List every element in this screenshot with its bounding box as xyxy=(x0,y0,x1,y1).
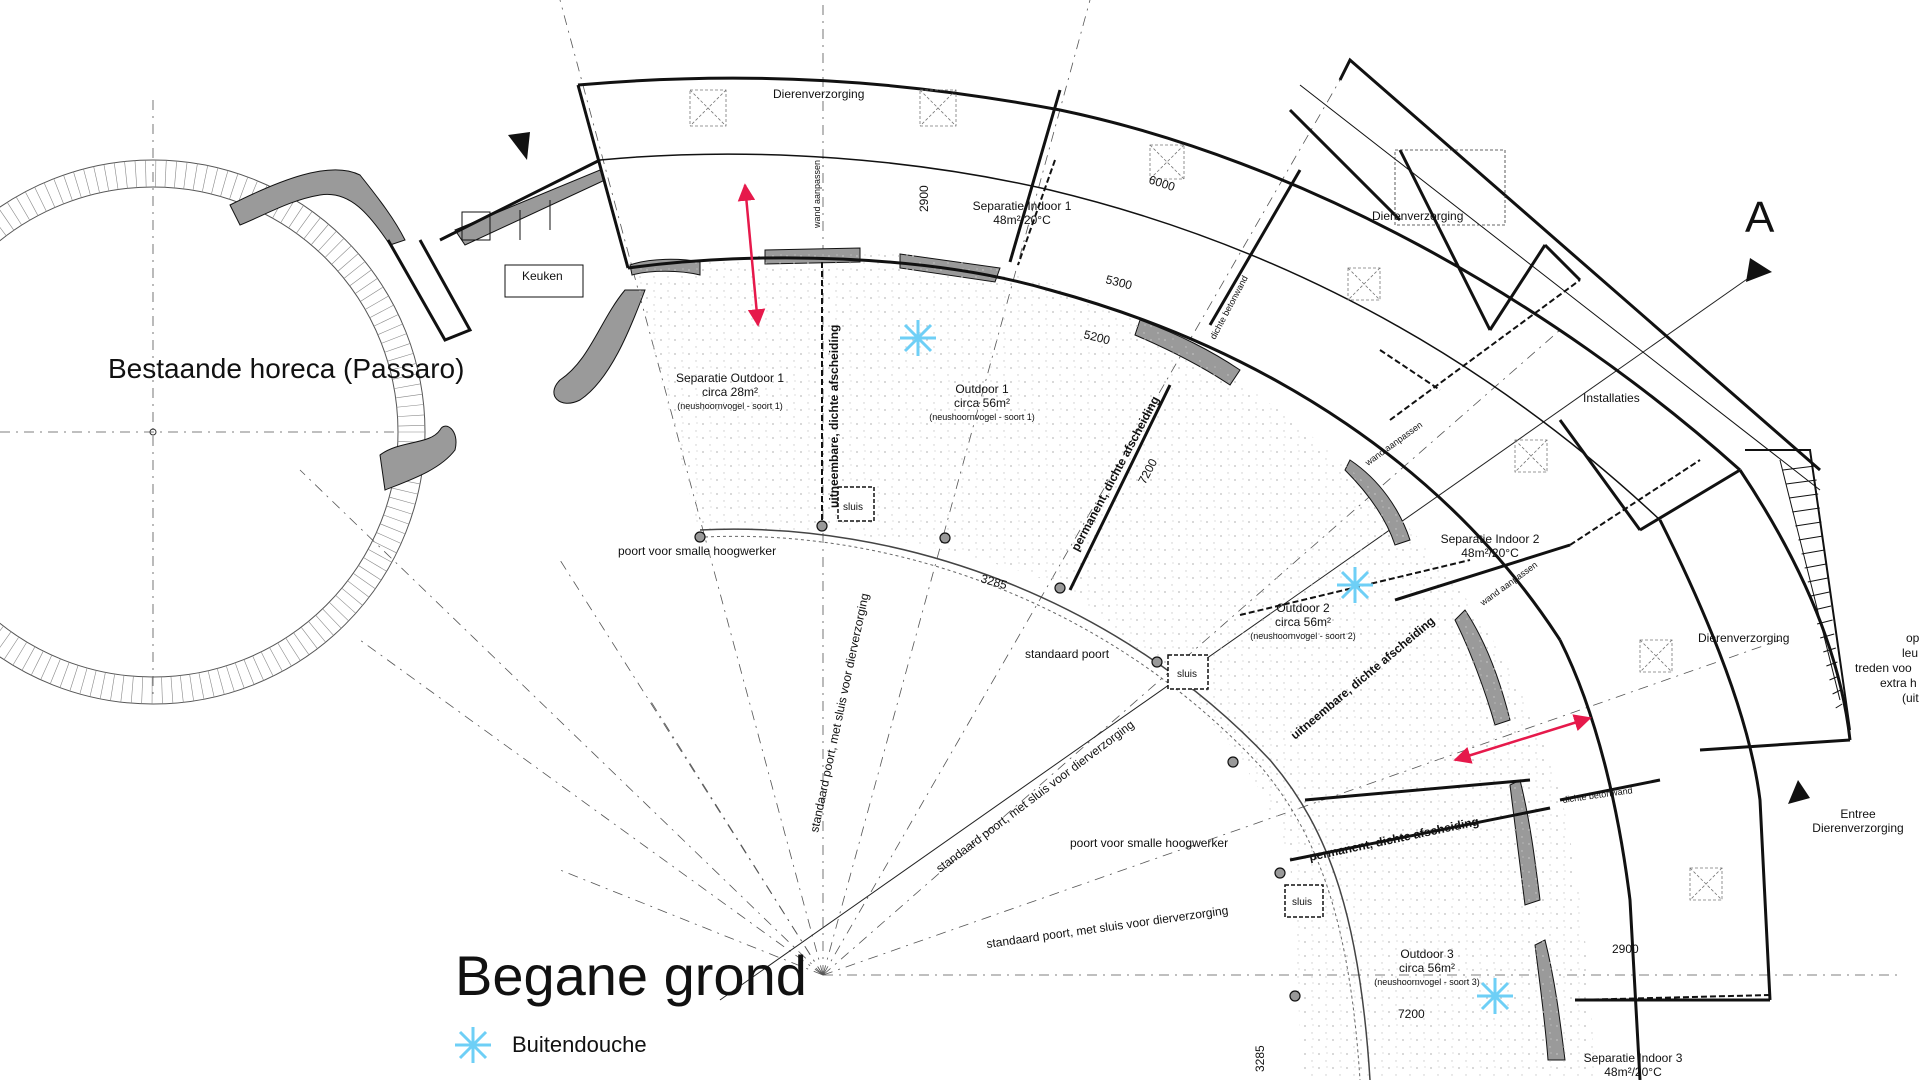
horeca-label: Bestaande horeca (Passaro) xyxy=(108,353,464,384)
sluis-label-1: sluis xyxy=(843,502,863,513)
note-poort-smalle-2: poort voor smalle hoogwerker xyxy=(1070,836,1228,850)
legend-label: Buitendouche xyxy=(512,1032,647,1057)
sluis-boxes xyxy=(837,486,1324,918)
dim-7200-b: 7200 xyxy=(1398,1007,1425,1021)
note-wand-aanpassen-1: wand aanpassen xyxy=(812,160,822,229)
note-wand-aanpassen-3: wand aanpassen xyxy=(1477,560,1539,609)
note-dichte-betonwand-1: dichte betonwand xyxy=(1208,274,1250,341)
outdoor-enclosures xyxy=(633,250,1595,1080)
note-standaard-poort-sluis-1: standaard poort, met sluis voor dierverz… xyxy=(807,592,871,834)
keuken-annex xyxy=(386,158,601,342)
sluis-label-2: sluis xyxy=(1177,669,1197,680)
shower-icon-outdoor-2 xyxy=(1335,565,1375,605)
note-uitneembare-1: uitneembare, dichte afscheiding xyxy=(827,325,841,508)
room-keuken: Keuken xyxy=(522,269,563,283)
fixture-boxes xyxy=(689,89,1723,901)
fence-posts xyxy=(694,520,1301,1002)
note-standaard-poort: standaard poort xyxy=(1025,647,1110,661)
horeca-building xyxy=(0,159,426,705)
note-wand-aanpassen-2: wand aanpassen xyxy=(1362,420,1424,469)
building-walls xyxy=(577,57,1852,1080)
dim-3285-a: 3285 xyxy=(979,571,1009,592)
shower-asterisk-icon xyxy=(453,1025,493,1065)
dim-6000: 6000 xyxy=(1147,173,1177,195)
shower-icon-outdoor-3 xyxy=(1475,976,1515,1016)
accent-arrows xyxy=(737,183,1592,764)
note-dichte-betonwand-2: dichte betonwand xyxy=(1562,785,1633,805)
dim-3285-b: 3285 xyxy=(1253,1045,1267,1072)
room-dierenverzorging-3: Dierenverzorging xyxy=(1698,631,1789,645)
dim-2900-a: 2900 xyxy=(917,185,931,212)
room-dividers xyxy=(576,84,1851,1002)
page-title: Begane grond xyxy=(455,944,807,1007)
dim-5300: 5300 xyxy=(1104,272,1134,292)
dim-2900-b: 2900 xyxy=(1612,942,1639,956)
room-dierenverzorging-1: Dierenverzorging xyxy=(773,87,864,101)
dim-5200: 5200 xyxy=(1082,327,1112,347)
stair xyxy=(1745,449,1851,731)
sluis-label-3: sluis xyxy=(1292,897,1312,908)
room-installaties: Installaties xyxy=(1583,391,1640,405)
note-standaard-poort-sluis-3: standaard poort, met sluis voor dierverz… xyxy=(985,903,1229,951)
note-standaard-poort-sluis-2: standaard poort, met sluis voor dierverz… xyxy=(933,717,1136,875)
shower-icon-outdoor-1 xyxy=(898,318,938,358)
room-dierenverzorging-2: Dierenverzorging xyxy=(1372,209,1463,223)
entrance-triangles xyxy=(508,132,1810,804)
note-poort-smalle-1: poort voor smalle hoogwerker xyxy=(618,544,776,558)
section-marker-a: A xyxy=(1745,193,1775,242)
